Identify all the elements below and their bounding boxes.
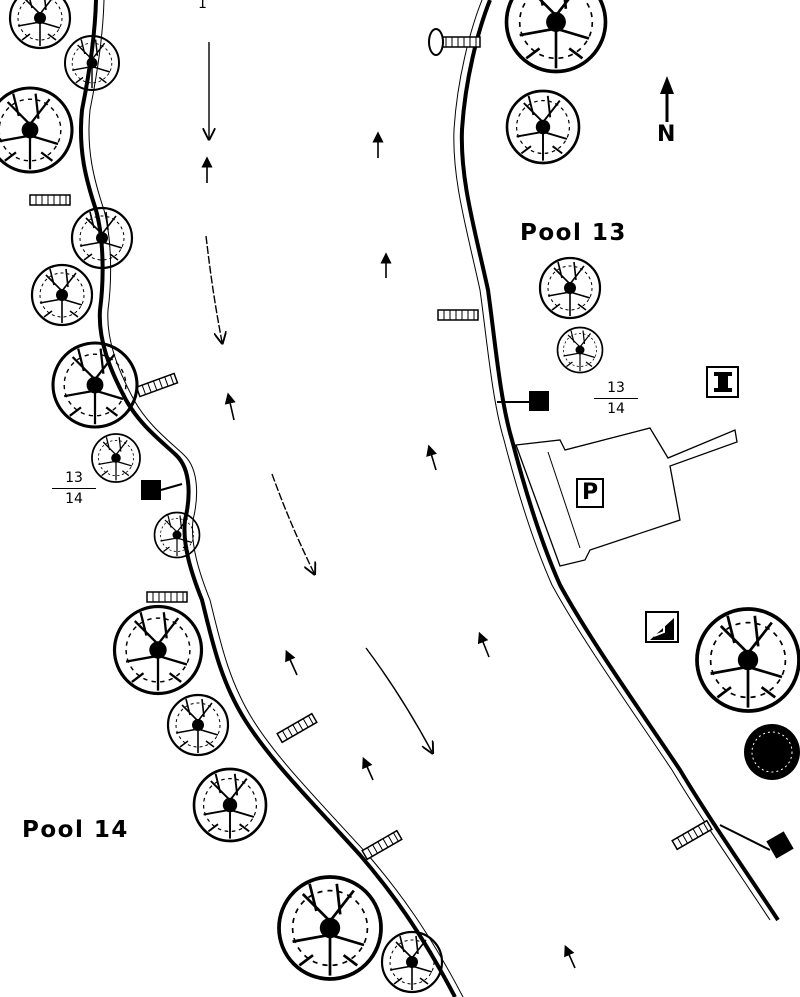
marker-icon (141, 480, 161, 500)
tree-icon (91, 433, 141, 483)
tree-icon (70, 206, 134, 270)
mile-marker-right-bottom: 14 (594, 398, 638, 419)
dock-icon (439, 36, 481, 48)
top-tick-label: 1 (198, 0, 207, 12)
tree-icon (556, 326, 604, 374)
dock-icon (135, 372, 179, 398)
mile-marker-left: 13 14 (52, 468, 96, 509)
mile-marker-right: 13 14 (594, 378, 638, 419)
flow-arrow-icon (206, 42, 432, 752)
dock-icon (671, 819, 713, 851)
tree-icon (504, 0, 608, 74)
picnic-icon (428, 28, 444, 56)
dock-icon (146, 591, 188, 603)
west-bank-line (78, 0, 457, 997)
tree-icon (695, 607, 800, 713)
marker-icon (529, 391, 549, 411)
parking-area (515, 427, 738, 567)
tree-icon (166, 693, 230, 757)
marker-icon (766, 831, 794, 859)
tree-icon (0, 86, 74, 174)
mile-marker-right-top: 13 (607, 380, 625, 396)
east-bank-line (459, 0, 780, 922)
tree-icon (538, 256, 602, 320)
mile-marker-left-top: 13 (65, 470, 83, 486)
mile-marker-left-bottom: 14 (52, 488, 96, 509)
pool-lower-label: Pool 14 (22, 817, 129, 843)
tree-icon (51, 341, 139, 429)
tree-icon (505, 89, 581, 165)
tree-icon (8, 0, 72, 50)
wind-arrow-icon (201, 131, 576, 969)
dock-icon (29, 194, 71, 206)
dock-icon (437, 309, 479, 321)
tree-icon (192, 767, 268, 843)
dock-icon (361, 829, 403, 861)
tree-icon (380, 930, 444, 994)
tree-icon (30, 263, 94, 327)
north-label: N (657, 122, 676, 147)
pool-upper-label: Pool 13 (520, 220, 627, 246)
parking-icon: P (576, 478, 604, 508)
tree-icon (277, 875, 383, 981)
tree-icon (112, 604, 204, 696)
dock-icon (276, 712, 318, 744)
